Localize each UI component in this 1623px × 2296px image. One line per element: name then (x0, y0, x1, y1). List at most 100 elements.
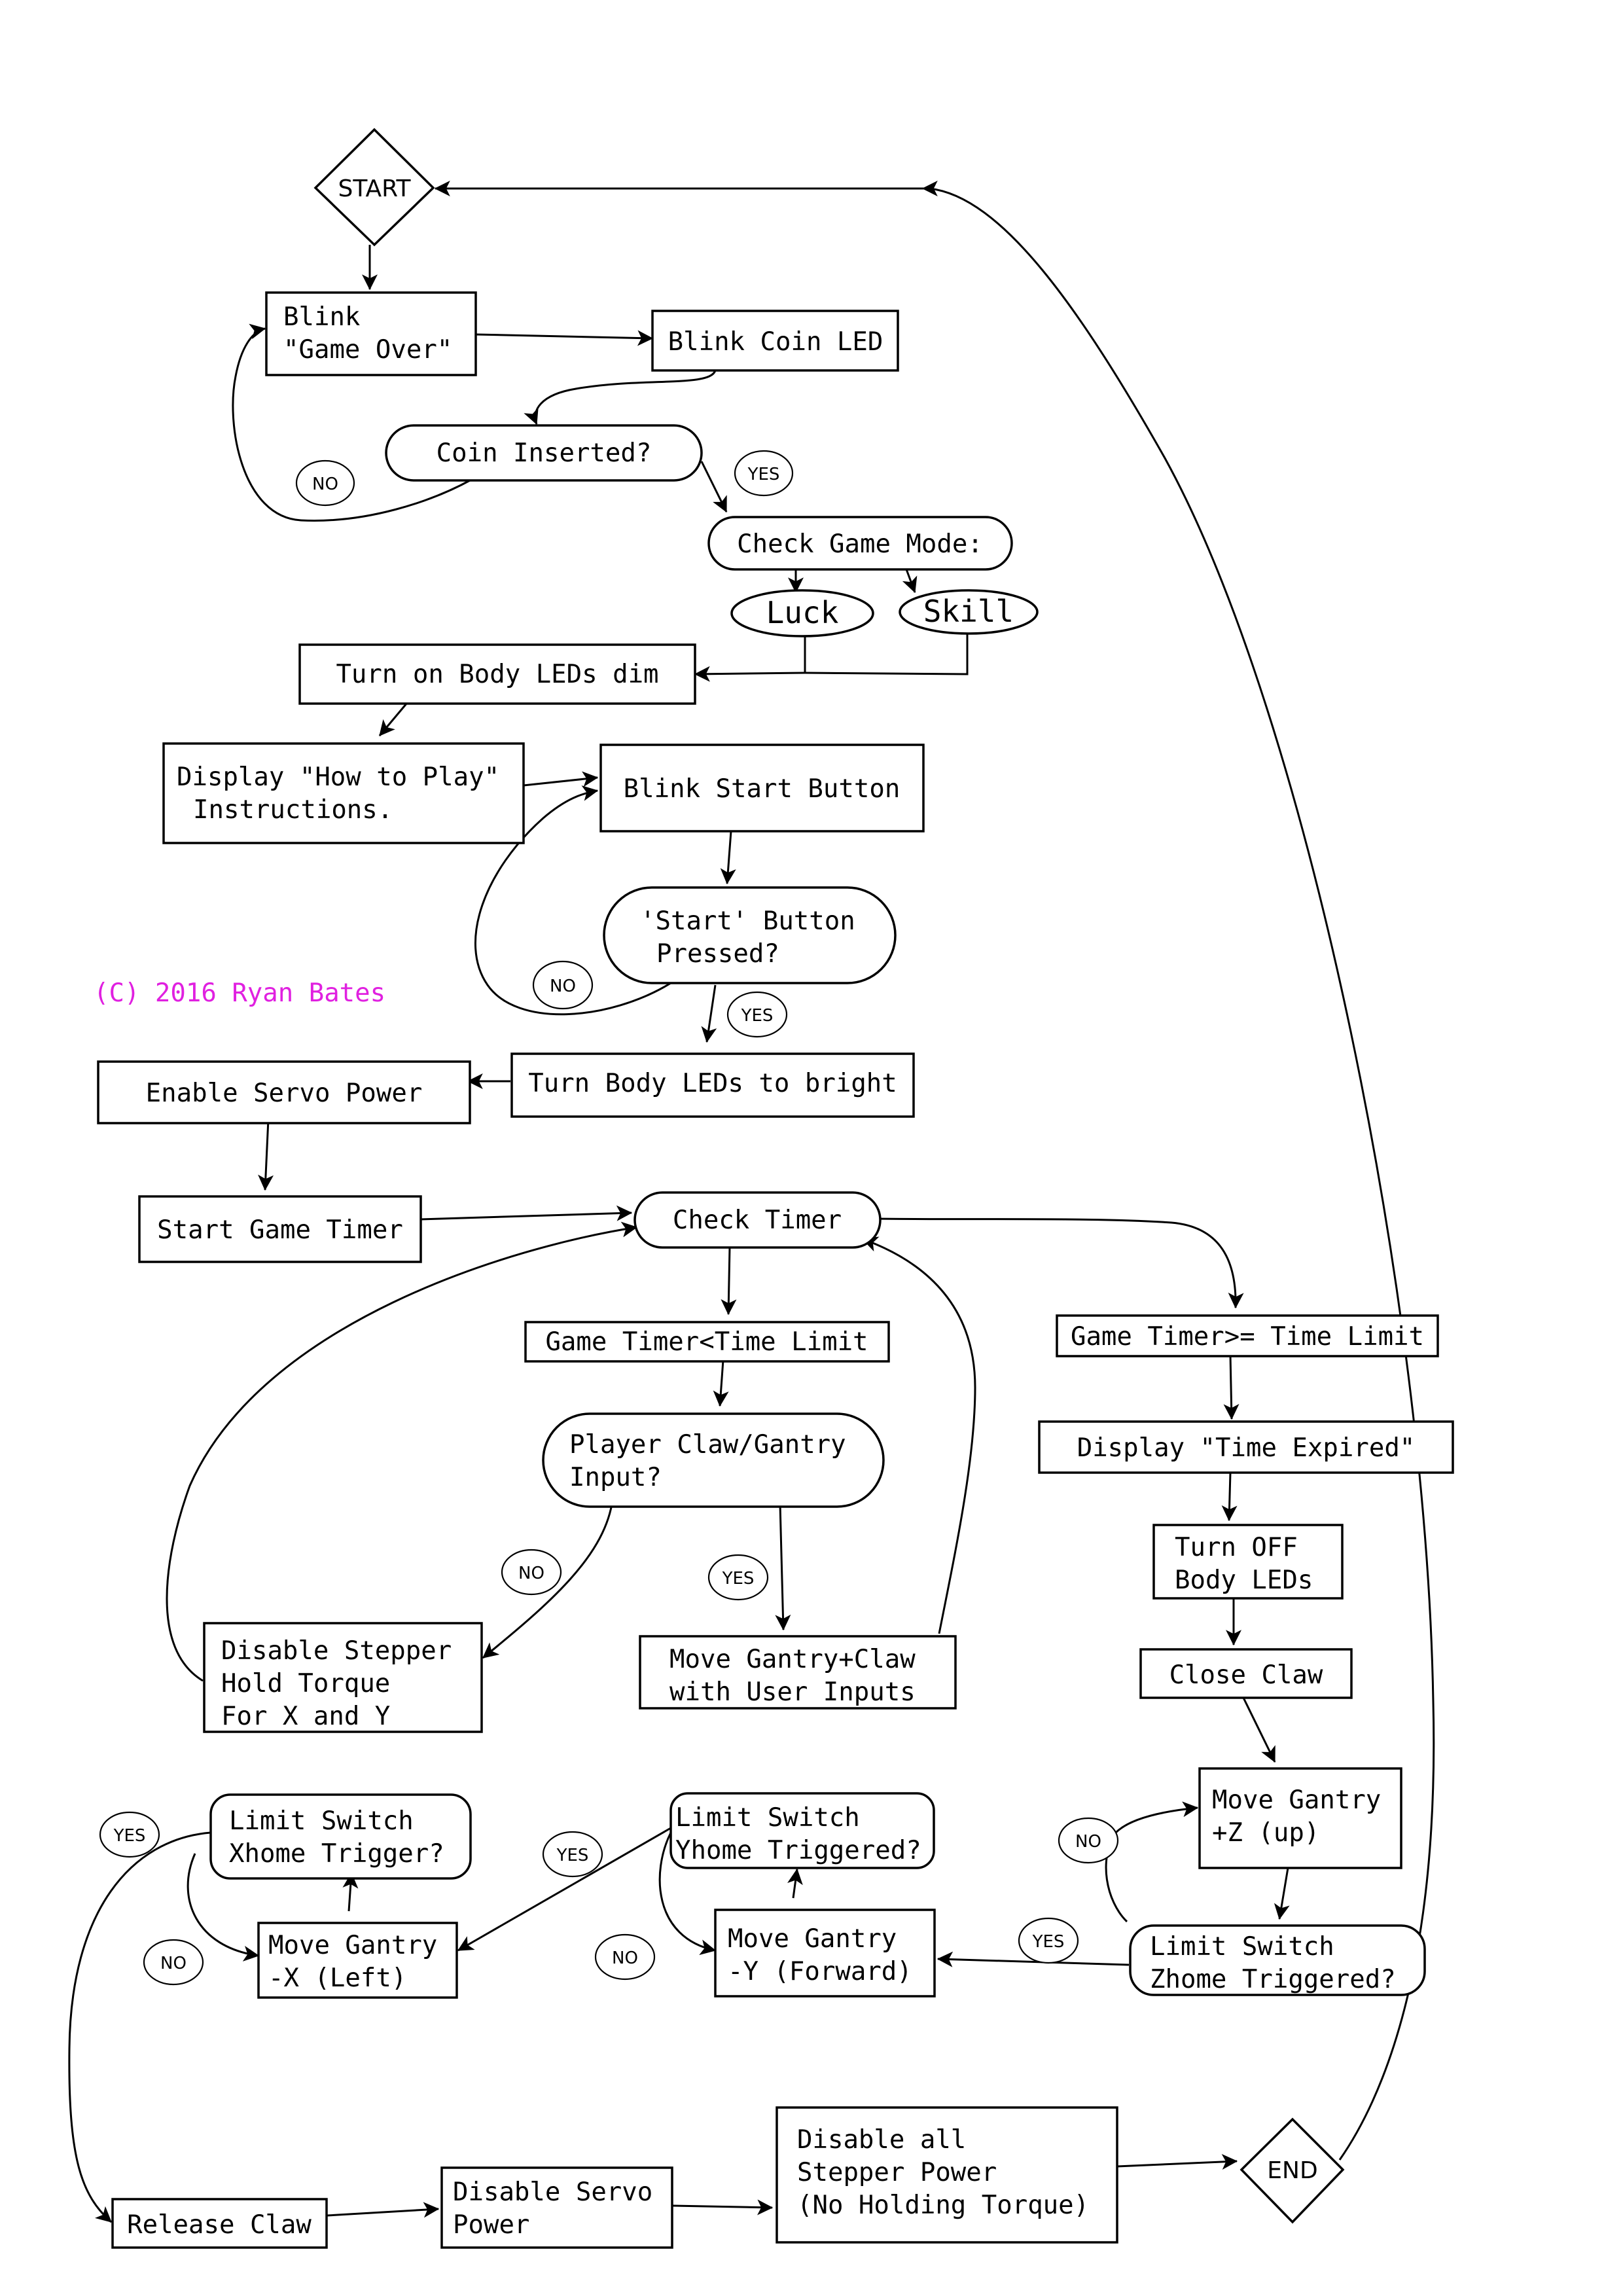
edge-input-yes (775, 1503, 791, 1631)
edge-pressed-no-loop (474, 785, 671, 1016)
edge-pressed-yes (701, 984, 717, 1043)
body-leds-dim-node: Turn on Body LEDs dim (298, 643, 696, 705)
y-no-label: NO (612, 1948, 638, 1968)
body-leds-dim-label: Turn on Body LEDs dim (336, 660, 658, 689)
start-pressed-line2: Pressed? (656, 939, 779, 969)
x-no-label: NO (160, 1954, 187, 1973)
disable-stepper-hold-node: Disable Stepper Hold Torque For X and Y (203, 1622, 483, 1733)
disable-all-stepper-line1: Disable all (797, 2125, 966, 2155)
start-pressed-node: 'Start' Button Pressed? (603, 886, 897, 984)
move-gantry-claw-line1: Move Gantry+Claw (669, 1645, 916, 1674)
move-gantry-z-line1: Move Gantry (1212, 1785, 1381, 1815)
x-yes-label: YES (113, 1826, 146, 1846)
blink-coin-led-label: Blink Coin LED (668, 327, 883, 357)
skill-label: Skill (923, 594, 1014, 629)
start-node-label: START (338, 175, 411, 202)
edge-dim-to-display (378, 702, 408, 736)
edge-z-no-loop (1105, 1801, 1199, 1923)
blink-coin-led-node: Blink Coin LED (651, 310, 899, 372)
timer-lt-limit-label: Game Timer<Time Limit (545, 1327, 868, 1357)
edge-servo-to-timer (258, 1119, 274, 1191)
limit-xhome-line2: Xhome Trigger? (229, 1839, 444, 1869)
y-yes-label: YES (556, 1846, 589, 1865)
edge-coin-yes (700, 461, 728, 513)
release-claw-label: Release Claw (127, 2210, 312, 2240)
blink-start-button-node: Blink Start Button (599, 744, 925, 833)
edge-skill-down (694, 634, 969, 682)
edge-expired-to-off (1221, 1472, 1238, 1522)
display-time-expired-node: Display "Time Expired" (1038, 1420, 1454, 1474)
input-yes-bubble: YES (707, 1554, 769, 1601)
close-claw-node: Close Claw (1139, 1648, 1353, 1699)
edge-y-yes (457, 1827, 671, 1952)
edge-blinkstart-to-pressed (720, 831, 736, 885)
turn-off-body-leds-line2: Body LEDs (1175, 1566, 1313, 1595)
limit-yhome-line1: Limit Switch (675, 1803, 860, 1833)
coin-no-bubble: NO (295, 459, 355, 507)
coin-yes-bubble: YES (734, 450, 794, 497)
limit-zhome-line2: Zhome Triggered? (1150, 1965, 1396, 1994)
y-no-bubble: NO (594, 1933, 656, 1981)
move-gantry-x-node: Move Gantry -X (Left) (257, 1922, 458, 1999)
edge-stepper-to-end (1116, 2154, 1238, 2170)
edge-mode-to-skill (902, 569, 918, 594)
move-gantry-y-line1: Move Gantry (728, 1924, 897, 1954)
move-gantry-claw-line2: with User Inputs (669, 1677, 916, 1707)
timer-ge-limit-node: Game Timer>= Time Limit (1056, 1314, 1439, 1357)
edge-x-yes (68, 1831, 211, 2223)
blink-game-over-line2: "Game Over" (283, 335, 452, 365)
z-no-label: NO (1075, 1832, 1101, 1852)
move-gantry-y-line2: -Y (Forward) (728, 1957, 912, 1986)
edge-z-to-zlimit (1274, 1867, 1290, 1920)
start-no-label: NO (550, 977, 576, 996)
y-yes-bubble: YES (542, 1831, 603, 1878)
limit-xhome-node: Limit Switch Xhome Trigger? (209, 1793, 472, 1880)
enable-servo-power-node: Enable Servo Power (97, 1060, 471, 1124)
edge-release-to-servo (327, 2202, 440, 2218)
edge-lt-to-input (713, 1359, 729, 1407)
blink-game-over-line1: Blink (283, 302, 360, 332)
limit-zhome-line1: Limit Switch (1150, 1932, 1334, 1962)
player-input-line2: Input? (569, 1463, 662, 1492)
edge-blink-to-coinled (475, 330, 654, 346)
end-node: END (1240, 2117, 1345, 2224)
edge-y-to-ylimit (787, 1868, 803, 1899)
z-yes-label: YES (1032, 1932, 1065, 1952)
move-gantry-z-node: Move Gantry +Z (up) (1198, 1767, 1402, 1869)
limit-xhome-line1: Limit Switch (229, 1806, 414, 1836)
move-gantry-x-line1: Move Gantry (268, 1931, 437, 1960)
disable-stepper-hold-line2: Hold Torque (221, 1669, 390, 1698)
body-leds-bright-node: Turn Body LEDs to bright (510, 1052, 915, 1118)
limit-zhome-node: Limit Switch Zhome Triggered? (1129, 1924, 1426, 1996)
skill-node: Skill (899, 589, 1039, 635)
luck-label: Luck (766, 595, 839, 630)
edge-ge-to-expired (1223, 1354, 1240, 1420)
display-time-expired-label: Display "Time Expired" (1077, 1433, 1416, 1463)
player-input-line1: Player Claw/Gantry (569, 1430, 846, 1460)
move-gantry-claw-node: Move Gantry+Claw with User Inputs (639, 1635, 957, 1710)
edge-y-no-loop (658, 1832, 717, 1956)
check-timer-node: Check Timer (633, 1191, 882, 1249)
display-how-to-play-node: Display "How to Play" Instructions. (162, 742, 525, 844)
edge-timer-to-check (419, 1205, 633, 1221)
timer-ge-limit-label: Game Timer>= Time Limit (1071, 1322, 1424, 1352)
edge-z-yes (936, 1951, 1130, 1967)
blink-game-over-node: Blink "Game Over" (265, 291, 477, 376)
check-game-mode-node: Check Game Mode: (707, 516, 1013, 571)
disable-stepper-hold-line3: For X and Y (221, 1702, 390, 1731)
limit-yhome-node: Limit Switch Yhome Triggered? (669, 1792, 935, 1869)
disable-all-stepper-line2: Stepper Power (797, 2158, 997, 2187)
edge-display-to-blinkstart (523, 771, 599, 787)
copyright-text: (C) 2016 Ryan Bates (94, 978, 385, 1008)
coin-inserted-label: Coin Inserted? (437, 439, 652, 468)
input-no-bubble: NO (501, 1549, 562, 1596)
turn-off-body-leds-line1: Turn OFF (1175, 1533, 1298, 1562)
display-how-to-play-line2: Instructions. (193, 795, 393, 825)
x-yes-bubble: YES (99, 1811, 160, 1858)
luck-node: Luck (730, 589, 874, 637)
edge-close-to-z (1242, 1697, 1276, 1763)
coin-no-label: NO (312, 475, 338, 494)
z-no-bubble: NO (1058, 1817, 1119, 1864)
move-gantry-x-line2: -X (Left) (268, 1964, 406, 1993)
edge-input-no (482, 1503, 613, 1659)
